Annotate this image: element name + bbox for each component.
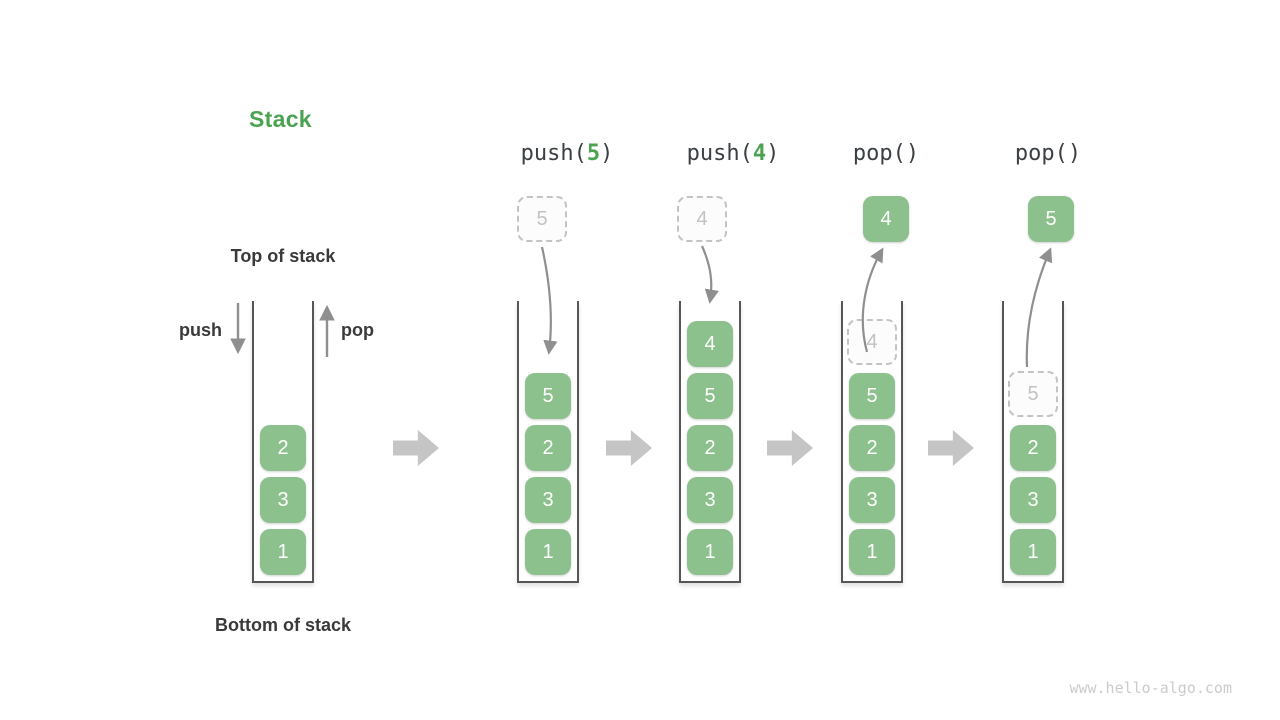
popped-value-box: 5 [1028, 196, 1074, 242]
stack-cell: 1 [1010, 529, 1056, 575]
stack-cell: 1 [525, 529, 571, 575]
op-label-text: pop() [1014, 141, 1082, 166]
top-of-stack-label: Top of stack [230, 246, 336, 266]
popped-value-box: 4 [863, 196, 909, 242]
stack-cell: 4 [687, 321, 733, 367]
stack-cell: 3 [687, 477, 733, 523]
op-label-arg: 5 [586, 141, 601, 166]
incoming-value-box: 4 [677, 196, 727, 242]
op-label-arg: 4 [752, 141, 767, 166]
stack-container-push-4: 4 5 2 3 1 [679, 301, 741, 583]
stack-container-initial: 2 3 1 [252, 301, 314, 583]
operation-label-push-4: push(4) [633, 141, 833, 166]
stack-cell: 3 [525, 477, 571, 523]
operation-label-pop-2: pop() [948, 141, 1148, 166]
diagram-title: Stack [249, 106, 312, 132]
step-arrow-icon [393, 430, 439, 466]
stack-container-pop-4: 4 5 2 3 1 [841, 301, 903, 583]
op-label-text: push( [686, 141, 753, 166]
stack-cell: 2 [1010, 425, 1056, 471]
stack-cell: 5 [525, 373, 571, 419]
op-label-text: pop() [852, 141, 920, 166]
stack-cell: 3 [1010, 477, 1056, 523]
stack-container-pop-5: 5 2 3 1 [1002, 301, 1064, 583]
push-label: push [179, 320, 222, 340]
push-4-flow-arrow-icon [700, 245, 719, 304]
op-label-text: ) [766, 141, 780, 166]
stack-cell: 1 [260, 529, 306, 575]
removed-value-ghost-box: 4 [847, 319, 897, 365]
step-arrow-icon [606, 430, 652, 466]
stack-container-push-5: 5 2 3 1 [517, 301, 579, 583]
bottom-of-stack-label: Bottom of stack [214, 615, 351, 635]
stack-cell: 5 [849, 373, 895, 419]
stack-cell: 1 [687, 529, 733, 575]
step-arrow-icon [767, 430, 813, 466]
stack-cell: 5 [687, 373, 733, 419]
operation-label-push-5: push(5) [467, 141, 667, 166]
stack-cell: 2 [260, 425, 306, 471]
pop-label: pop [341, 320, 374, 340]
stack-cell: 2 [849, 425, 895, 471]
stack-cell: 1 [849, 529, 895, 575]
op-label-text: ) [600, 141, 614, 166]
stack-cell: 3 [260, 477, 306, 523]
removed-value-ghost-box: 5 [1008, 371, 1058, 417]
stack-cell: 2 [525, 425, 571, 471]
incoming-value-box: 5 [517, 196, 567, 242]
stack-cell: 2 [687, 425, 733, 471]
step-arrow-icon [928, 430, 974, 466]
op-label-text: push( [520, 141, 587, 166]
stack-cell: 3 [849, 477, 895, 523]
operation-label-pop-1: pop() [786, 141, 986, 166]
watermark: www.hello-algo.com [1069, 679, 1232, 697]
